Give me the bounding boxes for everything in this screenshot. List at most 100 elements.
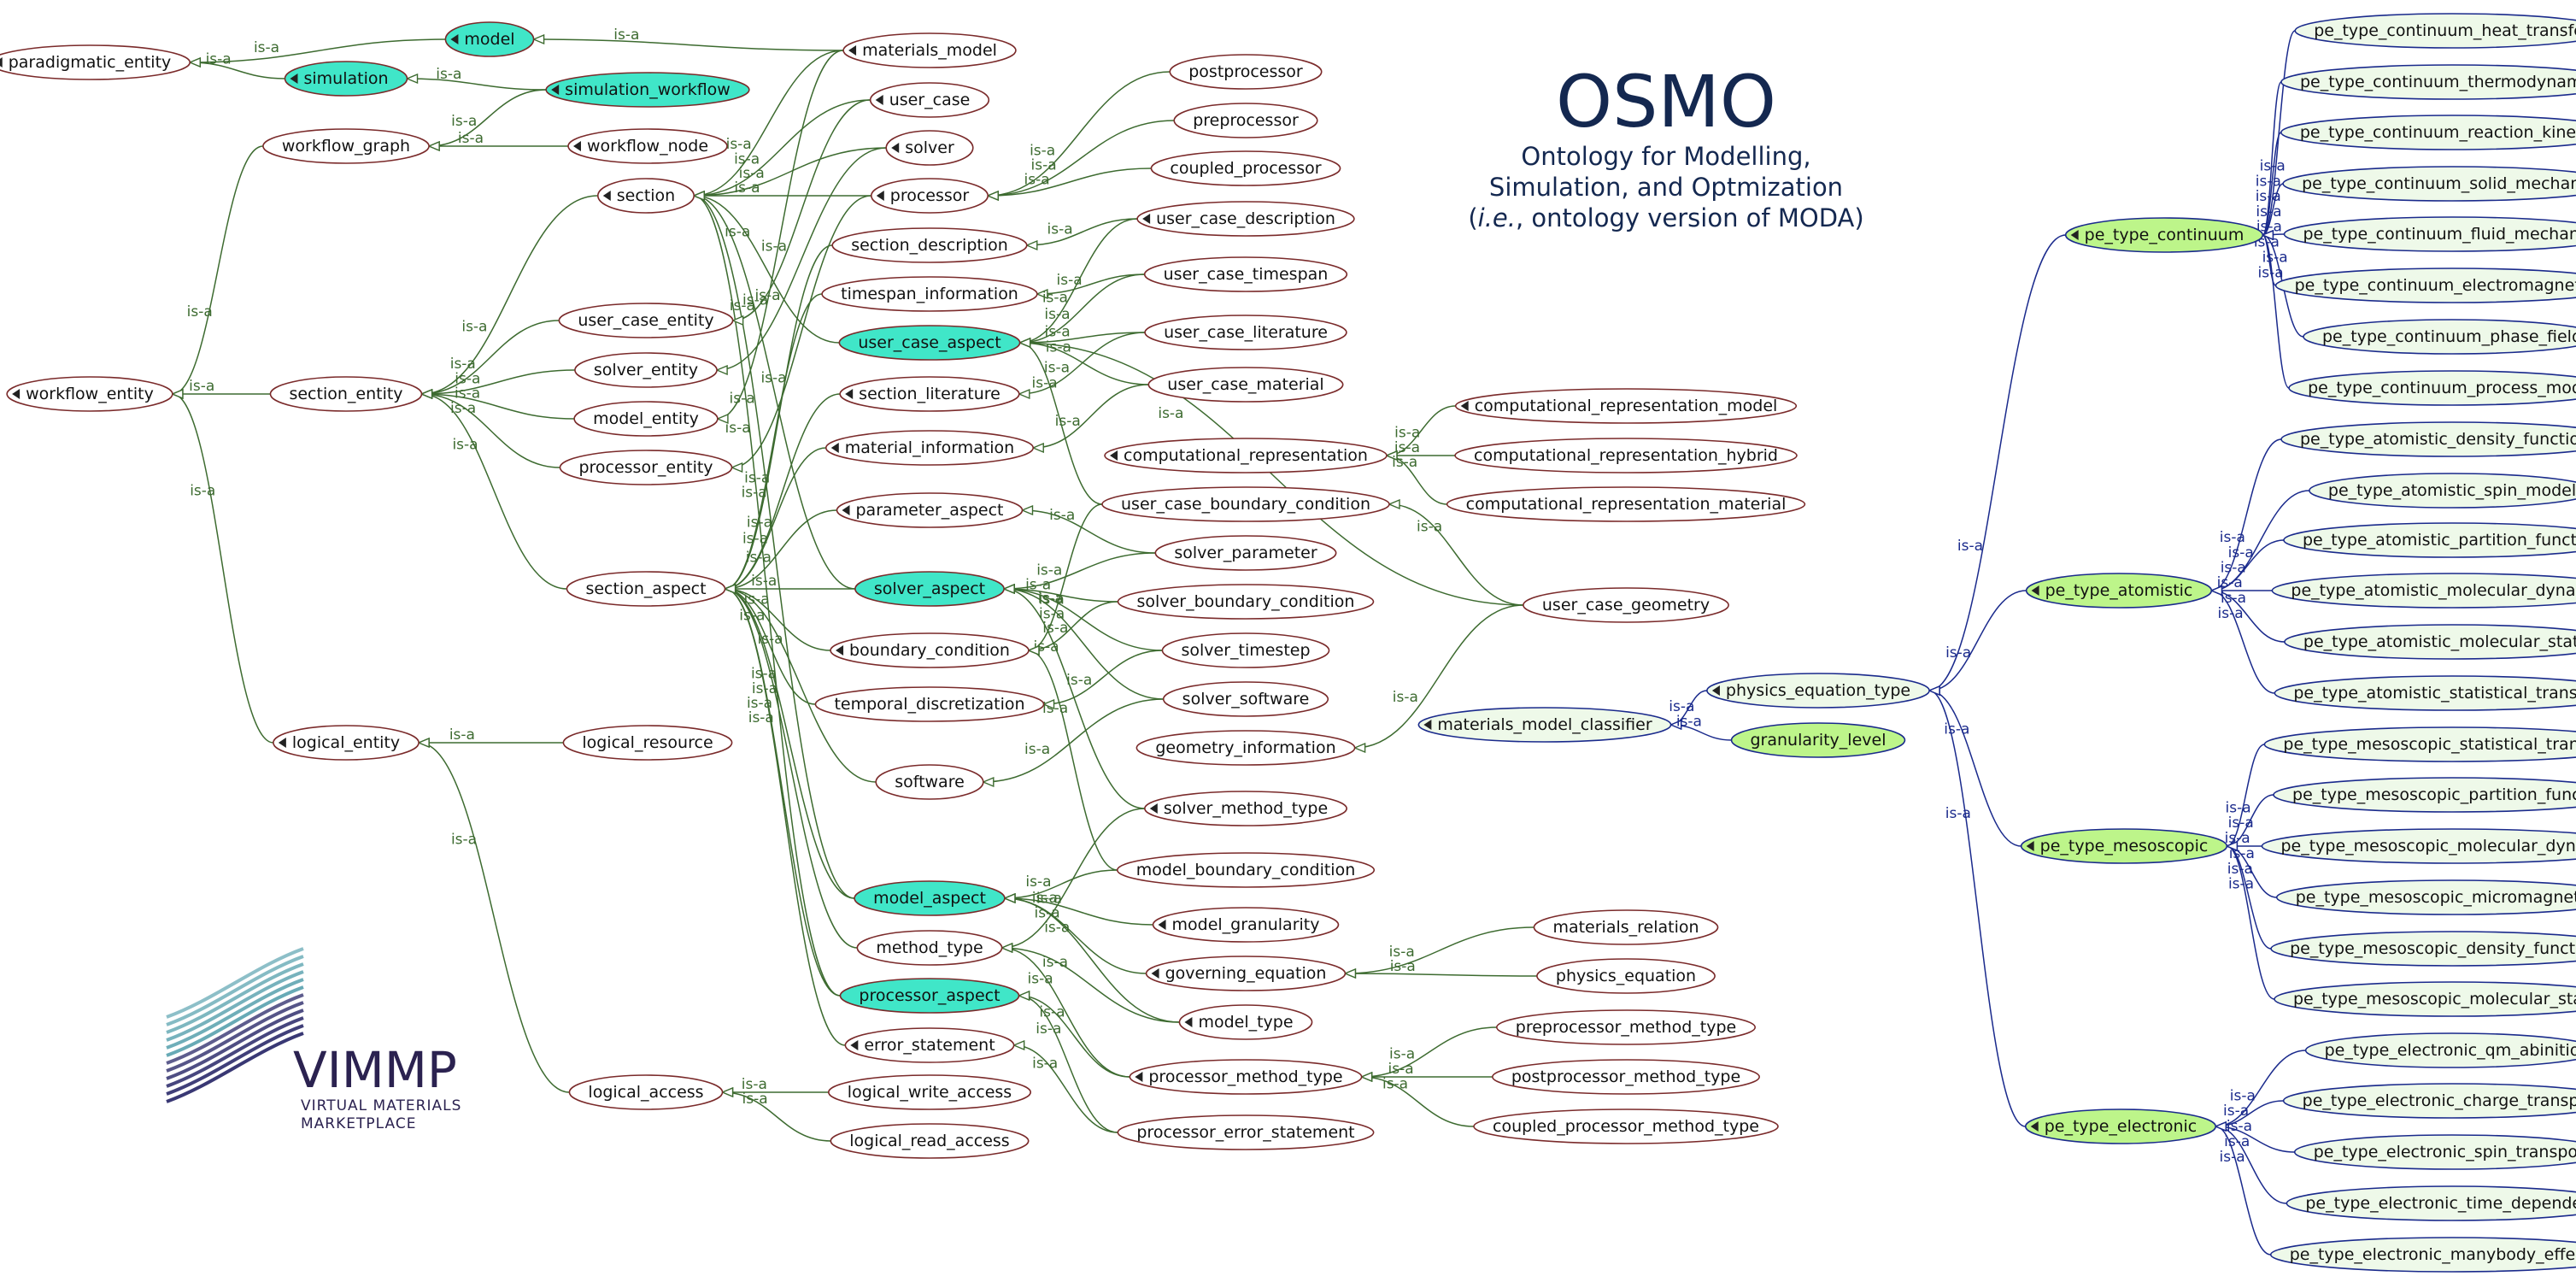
node-materials-relation[interactable]: materials_relation — [1533, 909, 1719, 945]
node-postprocessor[interactable]: postprocessor — [1169, 54, 1323, 90]
node-pe-type-continuum-electromagnetism[interactable]: pe_type_continuum_electromagnetism — [2274, 268, 2576, 303]
node-solver-aspect[interactable]: solver_aspect — [854, 571, 1005, 607]
node-temporal-discretization[interactable]: temporal_discretization — [814, 686, 1045, 722]
node-processor-aspect[interactable]: processor_aspect — [839, 978, 1020, 1014]
node-solver-method-type[interactable]: solver_method_type — [1144, 791, 1347, 826]
node-pe-type-electronic-time-dependent[interactable]: pe_type_electronic_time_dependent — [2286, 1185, 2576, 1221]
node-user-case-boundary-condition[interactable]: user_case_boundary_condition — [1101, 486, 1390, 522]
node-pe-type-continuum-phase-field[interactable]: pe_type_continuum_phase_field — [2303, 319, 2576, 355]
node-pe-type-continuum-fluid-mechanics[interactable]: pe_type_continuum_fluid_mechanics — [2283, 216, 2576, 252]
node-parameter-aspect[interactable]: parameter_aspect — [836, 492, 1024, 528]
node-physics-equation[interactable]: physics_equation — [1536, 958, 1716, 994]
node-section-entity[interactable]: section_entity — [269, 376, 423, 412]
node-user-case-timespan[interactable]: user_case_timespan — [1143, 256, 1348, 292]
node-computational-representation-material[interactable]: computational_representation_material — [1446, 486, 1806, 522]
node-solver-parameter[interactable]: solver_parameter — [1154, 535, 1337, 571]
node-pe-type-continuum-thermodynamics[interactable]: pe_type_continuum_thermodynamics — [2280, 64, 2576, 100]
node-method-type[interactable]: method_type — [856, 930, 1003, 966]
node-pe-type-atomistic[interactable]: pe_type_atomistic — [2025, 573, 2213, 609]
node-processor[interactable]: processor — [870, 178, 989, 214]
node-simulation[interactable]: simulation — [284, 61, 408, 97]
node-pe-type-electronic[interactable]: pe_type_electronic — [2024, 1109, 2217, 1144]
node-model-boundary-condition[interactable]: model_boundary_condition — [1116, 852, 1376, 888]
node-pe-type-mesoscopic-micromagnetism[interactable]: pe_type_mesoscopic_micromagnetism — [2276, 879, 2576, 915]
node-material-information[interactable]: material_information — [824, 430, 1035, 466]
node-preprocessor[interactable]: preprocessor — [1173, 103, 1318, 138]
node-pe-type-electronic-manybody-effective[interactable]: pe_type_electronic_manybody_effective — [2269, 1237, 2576, 1273]
node-model-granularity[interactable]: model_granularity — [1152, 907, 1340, 943]
node-materials-model[interactable]: materials_model — [842, 32, 1017, 68]
node-section-literature[interactable]: section_literature — [839, 376, 1020, 412]
node-materials-model-classifier[interactable]: materials_model_classifier — [1417, 707, 1672, 743]
node-pe-type-atomistic-density-functional[interactable]: pe_type_atomistic_density_functional — [2280, 421, 2576, 457]
node-software[interactable]: software — [875, 764, 984, 800]
node-pe-type-atomistic-statistical-transport[interactable]: pe_type_atomistic_statistical_transport — [2274, 675, 2576, 711]
node-workflow-graph[interactable]: workflow_graph — [262, 128, 430, 164]
node-pe-type-mesoscopic-density-functional[interactable]: pe_type_mesoscopic_density_functional — [2270, 931, 2576, 967]
node-geometry-information[interactable]: geometry_information — [1135, 730, 1356, 766]
node-user-case-aspect[interactable]: user_case_aspect — [838, 325, 1021, 361]
node-solver-software[interactable]: solver_software — [1162, 681, 1329, 717]
node-model[interactable]: model — [444, 21, 535, 57]
node-logical-write-access[interactable]: logical_write_access — [827, 1074, 1032, 1110]
node-processor-error-statement[interactable]: processor_error_statement — [1117, 1114, 1375, 1150]
node-solver[interactable]: solver — [885, 130, 974, 166]
node-pe-type-mesoscopic[interactable]: pe_type_mesoscopic — [2020, 828, 2228, 864]
node-pe-type-continuum[interactable]: pe_type_continuum — [2064, 217, 2264, 253]
node-computational-representation-model[interactable]: computational_representation_model — [1454, 388, 1798, 424]
node-pe-type-atomistic-molecular-statics[interactable]: pe_type_atomistic_molecular_statics — [2284, 624, 2576, 660]
node-workflow-node[interactable]: workflow_node — [567, 128, 728, 164]
node-logical-entity[interactable]: logical_entity — [273, 725, 420, 761]
node-pe-type-electronic-charge-transport[interactable]: pe_type_electronic_charge_transport — [2282, 1083, 2576, 1119]
node-error-statement[interactable]: error_statement — [844, 1027, 1015, 1063]
node-governing-equation[interactable]: governing_equation — [1145, 956, 1347, 991]
node-logical-resource[interactable]: logical_resource — [562, 725, 733, 761]
node-pe-type-continuum-heat-transfer[interactable]: pe_type_continuum_heat_transfer — [2294, 13, 2576, 49]
node-granularity-level[interactable]: granularity_level — [1730, 722, 1906, 758]
node-simulation-workflow[interactable]: simulation_workflow — [545, 72, 750, 108]
node-coupled-processor[interactable]: coupled_processor — [1150, 150, 1341, 186]
node-computational-representation-hybrid[interactable]: computational_representation_hybrid — [1454, 438, 1798, 473]
node-pe-type-mesoscopic-molecular-statics[interactable]: pe_type_mesoscopic_molecular_statics — [2274, 981, 2576, 1017]
node-paradigmatic-entity[interactable]: paradigmatic_entity — [0, 44, 191, 80]
node-pe-type-atomistic-spin-model[interactable]: pe_type_atomistic_spin_model — [2309, 473, 2576, 509]
node-logical-read-access[interactable]: logical_read_access — [830, 1123, 1030, 1159]
node-user-case-material[interactable]: user_case_material — [1147, 367, 1344, 403]
node-pe-type-atomistic-partition-function[interactable]: pe_type_atomistic_partition_function — [2283, 522, 2576, 558]
node-pe-type-mesoscopic-statistical-transport[interactable]: pe_type_mesoscopic_statistical_transport — [2263, 726, 2576, 762]
node-user-case[interactable]: user_case — [869, 82, 990, 118]
node-pe-type-electronic-qm-abinitio[interactable]: pe_type_electronic_qm_abinitio — [2304, 1032, 2576, 1068]
node-user-case-entity[interactable]: user_case_entity — [558, 303, 734, 338]
node-logical-access[interactable]: logical_access — [568, 1074, 724, 1110]
node-pe-type-mesoscopic-molecular-dynamics[interactable]: pe_type_mesoscopic_molecular_dynamics — [2261, 828, 2576, 864]
node-pe-type-continuum-process-model[interactable]: pe_type_continuum_process_model — [2288, 370, 2576, 406]
node-timespan-information[interactable]: timespan_information — [821, 276, 1038, 312]
node-coupled-processor-method-type[interactable]: coupled_processor_method_type — [1473, 1109, 1779, 1144]
node-computational-representation[interactable]: computational_representation — [1104, 438, 1388, 473]
node-section-aspect[interactable]: section_aspect — [566, 571, 726, 607]
node-pe-type-continuum-reaction-kinetics[interactable]: pe_type_continuum_reaction_kinetics — [2280, 115, 2576, 150]
node-physics-equation-type[interactable]: physics_equation_type — [1706, 673, 1930, 709]
node-solver-boundary-condition[interactable]: solver_boundary_condition — [1117, 584, 1375, 620]
node-workflow-entity[interactable]: workflow_entity — [6, 376, 173, 412]
node-model-aspect[interactable]: model_aspect — [854, 880, 1006, 916]
node-pe-type-electronic-spin-transport[interactable]: pe_type_electronic_spin_transport — [2293, 1134, 2576, 1170]
node-pe-type-mesoscopic-partition-function[interactable]: pe_type_mesoscopic_partition_function — [2273, 777, 2576, 813]
node-solver-entity[interactable]: solver_entity — [574, 352, 718, 388]
node-user-case-description[interactable]: user_case_description — [1136, 201, 1355, 237]
node-model-entity[interactable]: model_entity — [573, 401, 719, 437]
node-pe-type-atomistic-molecular-dynamics[interactable]: pe_type_atomistic_molecular_dynamics — [2271, 573, 2576, 609]
node-postprocessor-method-type[interactable]: postprocessor_method_type — [1492, 1059, 1760, 1095]
expand-icon — [1149, 803, 1158, 814]
node-processor-entity[interactable]: processor_entity — [559, 450, 733, 485]
node-processor-method-type[interactable]: processor_method_type — [1129, 1059, 1363, 1095]
node-preprocessor-method-type[interactable]: preprocessor_method_type — [1495, 1009, 1757, 1045]
node-pe-type-continuum-solid-mechanics[interactable]: pe_type_continuum_solid_mechanics — [2282, 166, 2576, 202]
node-model-type[interactable]: model_type — [1178, 1004, 1313, 1040]
node-boundary-condition[interactable]: boundary_condition — [830, 632, 1030, 668]
node-solver-timestep[interactable]: solver_timestep — [1161, 632, 1330, 668]
node-section[interactable]: section — [596, 178, 695, 214]
node-user-case-literature[interactable]: user_case_literature — [1144, 315, 1347, 350]
node-section-description[interactable]: section_description — [831, 227, 1028, 263]
node-user-case-geometry[interactable]: user_case_geometry — [1523, 587, 1729, 623]
